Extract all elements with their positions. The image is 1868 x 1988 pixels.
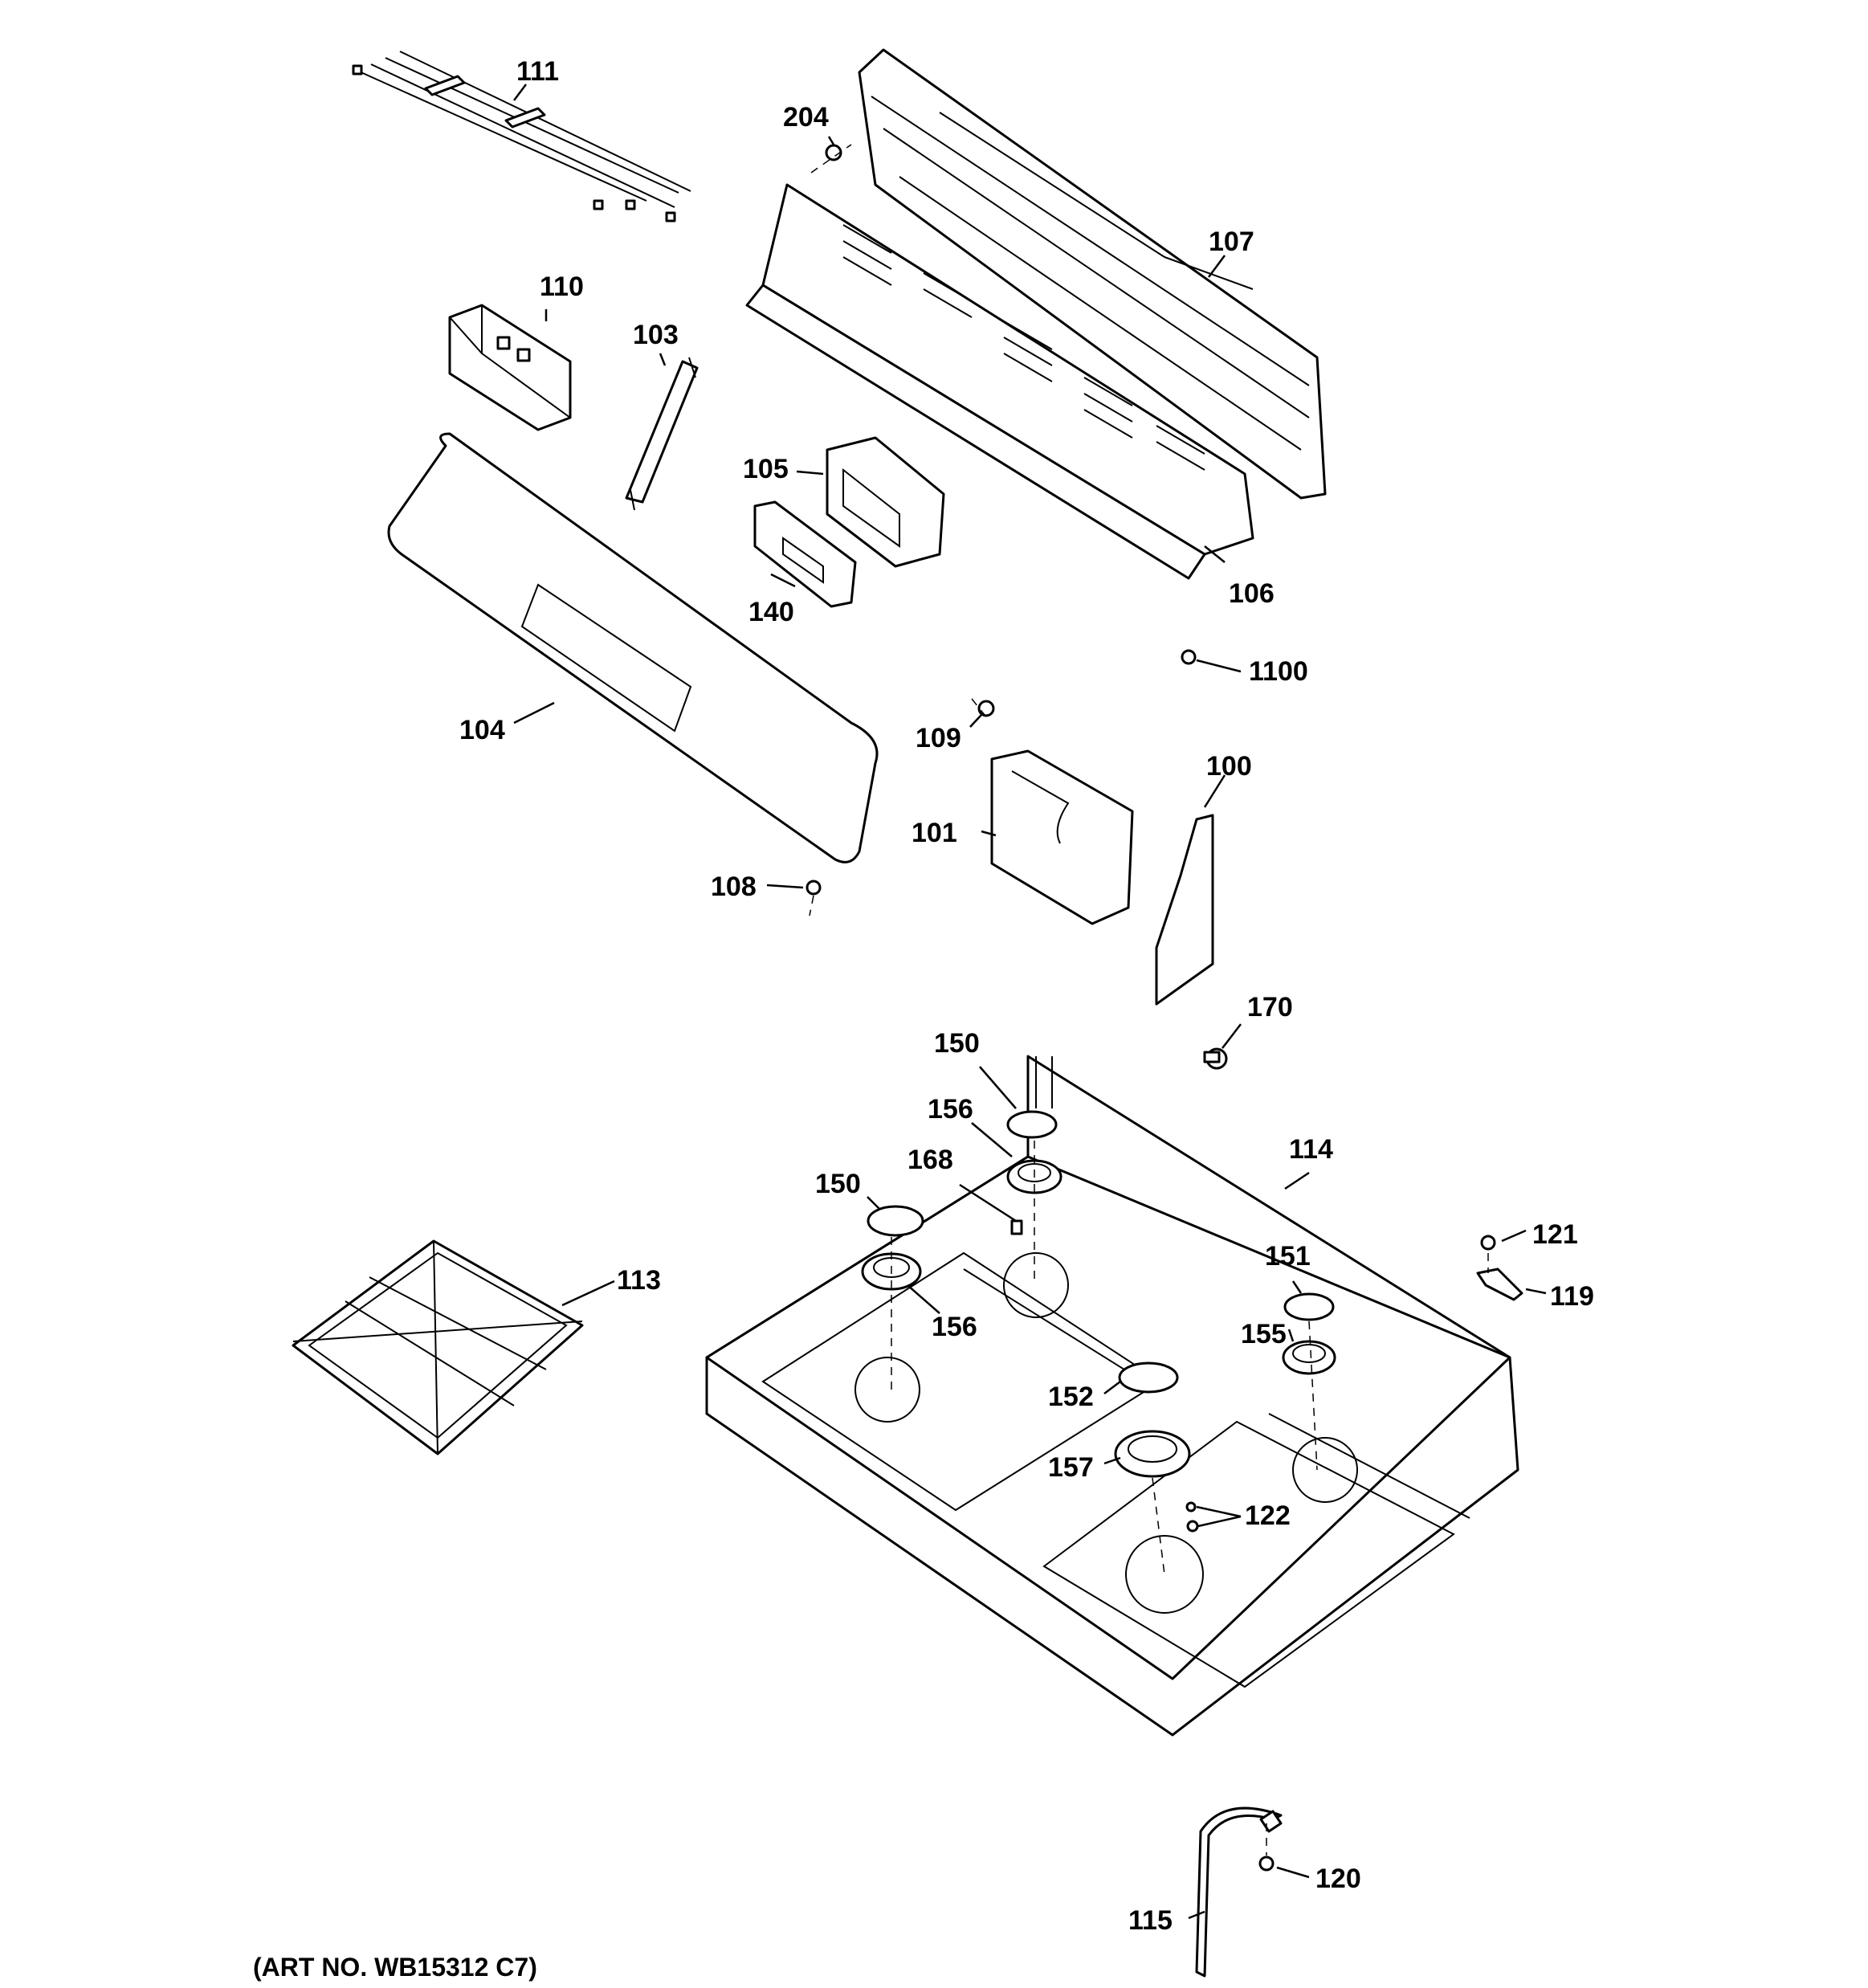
alignment-lines — [891, 1141, 1489, 1855]
callout-106: 106 — [1229, 578, 1275, 609]
callout-151: 151 — [1265, 1241, 1311, 1272]
part-orifice-168 — [1010, 1219, 1023, 1235]
part-relay-board — [448, 304, 572, 431]
part-screw-121 — [1480, 1235, 1496, 1251]
part-burner-cap-150a — [1006, 1110, 1058, 1139]
part-burner-head-155 — [1282, 1340, 1336, 1375]
callout-114: 114 — [1289, 1134, 1333, 1165]
callout-105: 105 — [743, 454, 789, 484]
part-bracket-101 — [990, 749, 1134, 925]
part-burner-grate — [292, 1239, 584, 1455]
callout-120: 120 — [1315, 1863, 1361, 1894]
part-backsplash-lower — [745, 183, 1254, 580]
part-nut-120 — [1258, 1855, 1275, 1872]
art-number: (ART NO. WB15312 C7) — [253, 1953, 537, 1982]
callout-1100: 1100 — [1249, 656, 1308, 687]
callout-156-upper: 156 — [928, 1094, 973, 1125]
part-cooktop — [705, 1055, 1519, 1737]
callout-111: 111 — [516, 56, 559, 87]
callout-labels: 111 204 107 110 103 105 140 106 1100 104… — [459, 56, 1594, 1936]
callout-155: 155 — [1241, 1319, 1287, 1349]
callout-110: 110 — [540, 271, 584, 302]
part-bracket-119 — [1476, 1268, 1523, 1301]
callout-119: 119 — [1550, 1281, 1594, 1312]
leader-lines — [513, 84, 1547, 1920]
part-screw-204 — [810, 144, 852, 173]
part-bracket-100 — [1155, 814, 1214, 1006]
callout-140: 140 — [748, 597, 794, 627]
callout-121: 121 — [1532, 1219, 1578, 1250]
callout-100: 100 — [1206, 751, 1252, 782]
callout-108: 108 — [711, 872, 757, 902]
callout-152: 152 — [1048, 1382, 1094, 1412]
callout-113: 113 — [617, 1265, 661, 1296]
callout-104: 104 — [459, 715, 505, 745]
part-screw-1100 — [1181, 649, 1197, 665]
part-control-overlay — [753, 500, 857, 608]
part-burner-head-157 — [1114, 1430, 1191, 1478]
callout-115: 115 — [1128, 1905, 1173, 1936]
callout-107: 107 — [1209, 227, 1254, 257]
part-burner-cap-150b — [867, 1205, 924, 1237]
part-backsplash-upper — [858, 48, 1327, 500]
part-screw-108 — [806, 880, 822, 916]
callout-156-left: 156 — [932, 1312, 977, 1342]
callout-101: 101 — [912, 818, 957, 848]
part-electronic-control — [826, 436, 945, 568]
callout-150-left: 150 — [815, 1169, 861, 1199]
part-screw-170 — [1203, 1047, 1228, 1070]
part-burner-cap-152 — [1118, 1361, 1179, 1394]
part-bracket-103 — [625, 357, 699, 511]
callout-103: 103 — [633, 320, 679, 350]
part-burner-cap-151 — [1283, 1292, 1335, 1321]
callout-170: 170 — [1247, 992, 1293, 1023]
part-wire-harness — [352, 51, 691, 222]
callout-122: 122 — [1245, 1500, 1291, 1531]
callout-204: 204 — [783, 102, 829, 133]
part-manifold-115 — [1195, 1806, 1283, 1978]
callout-157: 157 — [1048, 1452, 1094, 1483]
part-screws-122 — [1185, 1501, 1199, 1533]
part-nut-109 — [971, 698, 995, 720]
callout-109: 109 — [916, 723, 961, 753]
part-control-panel — [387, 432, 879, 863]
callout-168: 168 — [907, 1145, 953, 1175]
callout-150-upper: 150 — [934, 1028, 980, 1059]
